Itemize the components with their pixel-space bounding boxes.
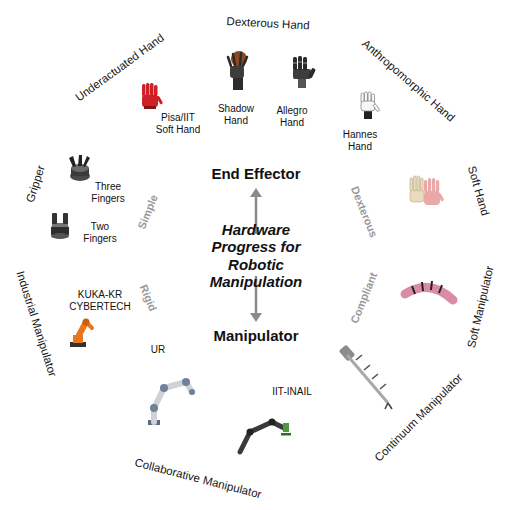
band-label: Dexterous Hand [226,16,310,32]
robot-picture [148,378,195,425]
ring-label: Rigid [138,284,159,314]
hand-picture [142,83,163,109]
hand-picture [361,92,380,119]
item-caption: Pisa/IIT Soft Hand [151,112,205,135]
hand-picture [410,176,444,205]
ring-label: Compliant [348,271,378,325]
item-caption: Two Fingers [76,221,124,244]
band-label: Industrial Manipulator [14,270,58,378]
band-label: Gripper [25,164,48,204]
item-caption: UR [151,344,165,356]
item-caption: Hannes Hand [338,129,383,152]
hand-picture [228,51,247,90]
item-caption: Allegro Hand [271,105,313,128]
band-label: Collaborative Manipulator [134,457,263,501]
hand-picture [293,56,316,88]
robot-picture [339,344,392,409]
robot-picture [405,281,453,300]
ring-label: Simple [137,193,161,231]
band-label: Soft Hand [465,165,490,217]
item-caption: KUKA-KR CYBERTECH [68,289,132,312]
band-label: Continuum Manipulator [373,372,465,464]
robot-picture [70,319,92,348]
ring-label: Dexterous [348,185,378,239]
gripper-picture [69,155,90,181]
center-heading: Manipulator [214,327,299,344]
robot-picture [240,419,291,453]
band-label: Soft Manipulator [466,265,496,349]
item-caption: Three Fingers [84,181,132,204]
band-label: Underactuated Hand [74,32,167,104]
center-heading: End Effector [211,165,300,182]
item-caption: IIT-INAIL [272,386,311,398]
item-caption: Shadow Hand [213,103,259,126]
center-disk: Hardware Progress for Robotic Manipulati… [130,129,382,381]
gripper-picture [51,213,69,239]
band-label: Anthropomorphic Hand [359,38,456,124]
center-title: Hardware Progress for Robotic Manipulati… [193,221,319,290]
